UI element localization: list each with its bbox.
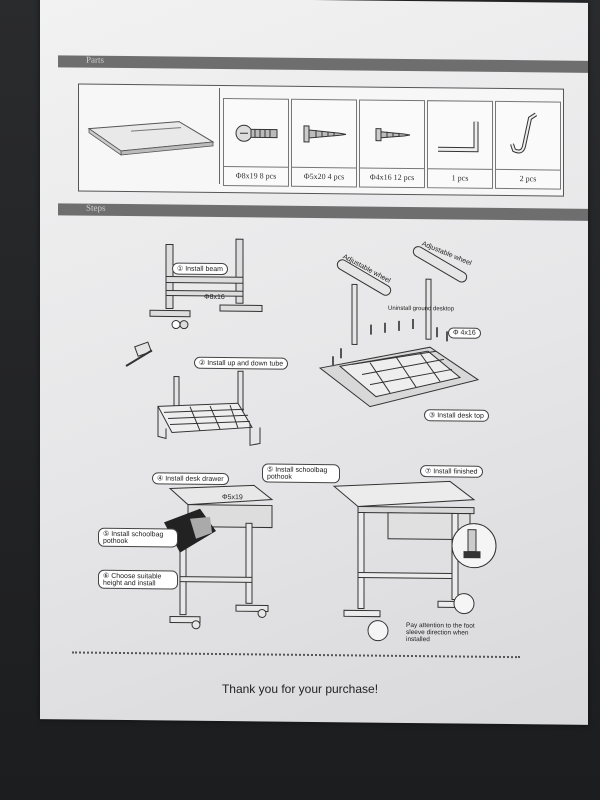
step3-note: Uninstall ground desktop — [388, 305, 455, 313]
part-label: 1 pcs — [428, 168, 492, 188]
step4-callout: ④ Install desk drawer — [152, 472, 229, 486]
part-label: 2 pcs — [496, 168, 560, 189]
step4-part-label: Φ5x19 — [222, 494, 243, 502]
desk-board-icon — [87, 121, 215, 156]
step7-callout: ⑦ Install finished — [420, 465, 483, 478]
step2-frame-illustration — [125, 341, 261, 446]
hook-icon — [510, 112, 538, 154]
desk-board-illustration — [81, 86, 220, 185]
part-label: Φ4x16 12 pcs — [360, 167, 424, 188]
part-label: Φ5x20 4 pcs — [292, 166, 356, 187]
screw-icon — [303, 125, 347, 143]
step7-note: Pay attention to the foot sleeve directi… — [406, 621, 475, 644]
step3-part-label: Φ 4x16 — [448, 327, 481, 339]
instruction-sheet: Parts Φ8x19 8 pcs — [40, 0, 588, 725]
step6-callout: ⑥ Choose suitable height and install — [98, 569, 178, 590]
part-label: Φ8x19 8 pcs — [224, 166, 288, 186]
step4-desk-illustration — [164, 484, 274, 630]
step1-part-label: Φ8x16 — [204, 293, 225, 302]
part-cell-screw-small: Φ4x16 12 pcs — [359, 99, 425, 189]
step1-callout: ① Install beam — [172, 262, 228, 276]
step7-finished-desk-illustration — [332, 480, 497, 642]
step2-callout: ② Install up and down tube — [194, 356, 289, 370]
part-cell-hook: 2 pcs — [495, 100, 561, 190]
steps-illustrations — [125, 238, 497, 642]
thank-you-message: Thank you for your purchase! — [221, 682, 379, 696]
hex-key-icon — [438, 121, 479, 153]
step3-callout: ③ Install desk top — [424, 409, 489, 422]
steps-section-title: Steps — [86, 202, 106, 213]
step3-desk-top-illustration — [318, 246, 480, 408]
part-cell-screw-large: Φ5x20 4 pcs — [291, 98, 357, 188]
steps-section-bar: Steps — [58, 203, 588, 221]
bolt-icon — [235, 124, 278, 142]
parts-table: Φ8x19 8 pcs Φ5x20 4 pcs Φ4x16 12 pcs — [78, 83, 564, 197]
step5-callout-b: ⑤ Install schoolbag pothook — [98, 527, 178, 548]
screw-icon — [375, 128, 411, 142]
step5-callout-a: ⑤ Install schoolbag pothook — [262, 463, 340, 484]
step1-frame-illustration — [149, 238, 263, 330]
part-cell-bolt: Φ8x19 8 pcs — [223, 98, 289, 187]
part-cell-hex-key: 1 pcs — [427, 100, 493, 189]
parts-section-title: Parts — [86, 54, 104, 65]
parts-section-bar: Parts — [58, 55, 588, 73]
